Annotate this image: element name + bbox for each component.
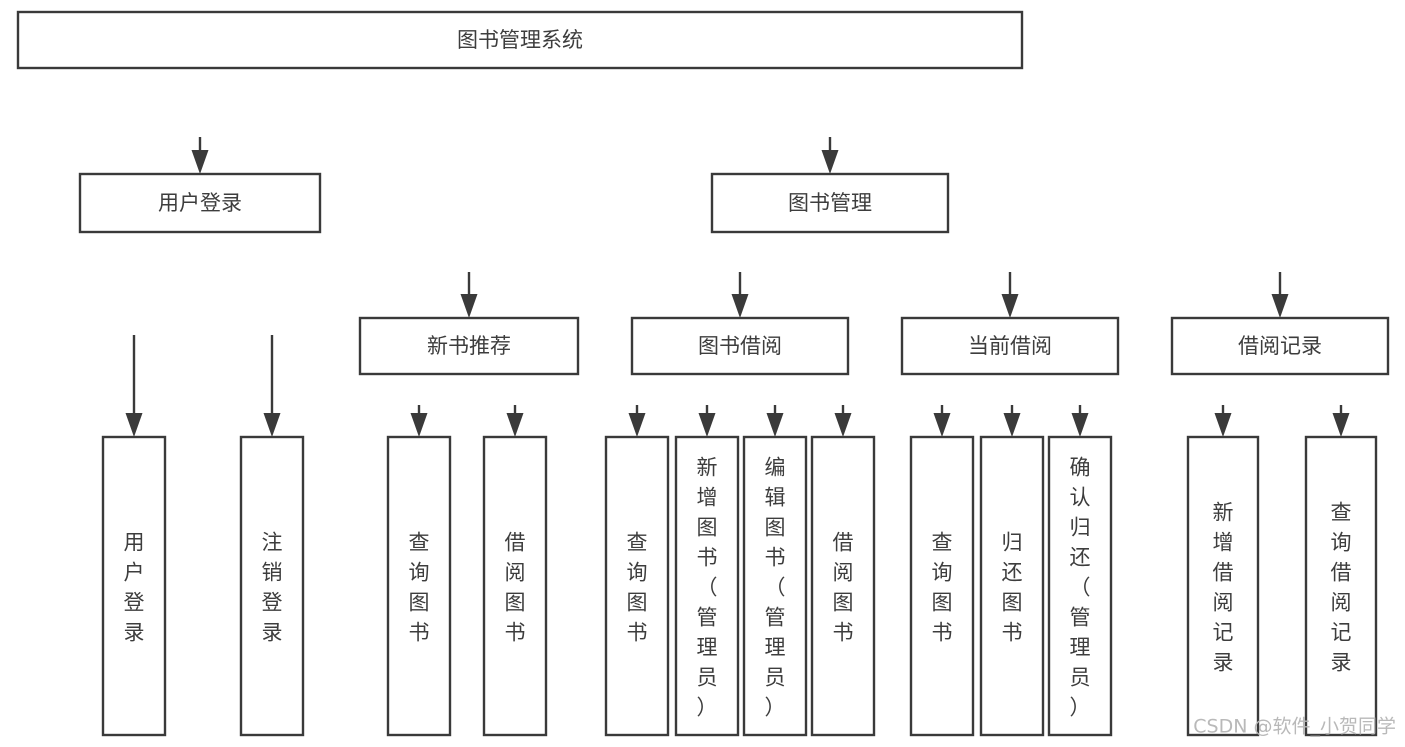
node-label: 当前借阅 bbox=[968, 334, 1052, 358]
arrow-head-icon bbox=[410, 413, 428, 437]
node-box-leaf[interactable] bbox=[810, 435, 876, 737]
arrow-head-icon bbox=[263, 413, 281, 437]
node-box-level3[interactable] bbox=[900, 316, 1120, 376]
node-box-root[interactable] bbox=[16, 10, 1024, 70]
node-box-leaf[interactable] bbox=[674, 435, 740, 737]
arrow-head-icon bbox=[1271, 294, 1289, 318]
arrow-head-icon bbox=[834, 413, 852, 437]
watermark: CSDN @软件_小贺同学 bbox=[1193, 716, 1396, 738]
arrow-head-icon bbox=[1071, 413, 1089, 437]
node-box-leaf[interactable] bbox=[386, 435, 452, 737]
node-label: 新增借阅记录 bbox=[1213, 500, 1234, 674]
node-box-level2[interactable] bbox=[710, 172, 950, 234]
arrow-head-icon bbox=[766, 413, 784, 437]
node-box-leaf[interactable] bbox=[239, 435, 305, 737]
node-box-leaf[interactable] bbox=[979, 435, 1045, 737]
node-label: 借阅图书 bbox=[833, 530, 854, 644]
node-box-level3[interactable] bbox=[1170, 316, 1390, 376]
node-label: 用户登录 bbox=[124, 530, 145, 644]
node-box-leaf[interactable] bbox=[909, 435, 975, 737]
node-label: 借阅图书 bbox=[505, 530, 526, 644]
connector-layer bbox=[126, 137, 1350, 437]
node-label: 新增图书（管理员） bbox=[697, 455, 718, 719]
node-label: 借阅记录 bbox=[1238, 334, 1322, 358]
node-box-leaf[interactable] bbox=[1186, 435, 1260, 737]
arrow-head-icon bbox=[125, 413, 143, 437]
node-box-leaf[interactable] bbox=[1047, 435, 1113, 737]
node-label: 归还图书 bbox=[1002, 530, 1023, 644]
node-box-leaf[interactable] bbox=[742, 435, 808, 737]
node-box-level2[interactable] bbox=[78, 172, 322, 234]
node-label: 注销登录 bbox=[262, 530, 283, 644]
node-box-level3[interactable] bbox=[358, 316, 580, 376]
node-label: 编辑图书（管理员） bbox=[765, 455, 786, 719]
node-label: 新书推荐 bbox=[427, 334, 511, 358]
arrow-head-icon bbox=[1332, 413, 1350, 437]
node-label: 确认归还（管理员） bbox=[1070, 455, 1091, 719]
node-label: 查询借阅记录 bbox=[1331, 500, 1352, 674]
arrow-head-icon bbox=[1003, 413, 1021, 437]
arrow-head-icon bbox=[506, 413, 524, 437]
node-box-level3[interactable] bbox=[630, 316, 850, 376]
node-label: 图书管理 bbox=[788, 191, 872, 215]
node-label: 查询图书 bbox=[409, 530, 430, 644]
arrow-head-icon bbox=[1001, 294, 1019, 318]
node-box-leaf[interactable] bbox=[1304, 435, 1378, 737]
node-layer: 图书管理系统用户登录用户登录注销登录图书管理新书推荐查询图书借阅图书图书借阅查询… bbox=[16, 10, 1390, 737]
node-label: 查询图书 bbox=[627, 530, 648, 644]
arrow-head-icon bbox=[731, 294, 749, 318]
arrow-head-icon bbox=[1214, 413, 1232, 437]
arrow-head-icon bbox=[698, 413, 716, 437]
arrow-head-icon bbox=[933, 413, 951, 437]
arrow-head-icon bbox=[821, 150, 839, 174]
node-box-leaf[interactable] bbox=[604, 435, 670, 737]
node-label: 图书借阅 bbox=[698, 334, 782, 358]
node-label: 查询图书 bbox=[932, 530, 953, 644]
node-label: 用户登录 bbox=[158, 191, 242, 215]
arrow-head-icon bbox=[628, 413, 646, 437]
node-box-leaf[interactable] bbox=[101, 435, 167, 737]
arrow-head-icon bbox=[460, 294, 478, 318]
node-box-leaf[interactable] bbox=[482, 435, 548, 737]
node-label: 图书管理系统 bbox=[457, 28, 583, 52]
arrow-head-icon bbox=[191, 150, 209, 174]
